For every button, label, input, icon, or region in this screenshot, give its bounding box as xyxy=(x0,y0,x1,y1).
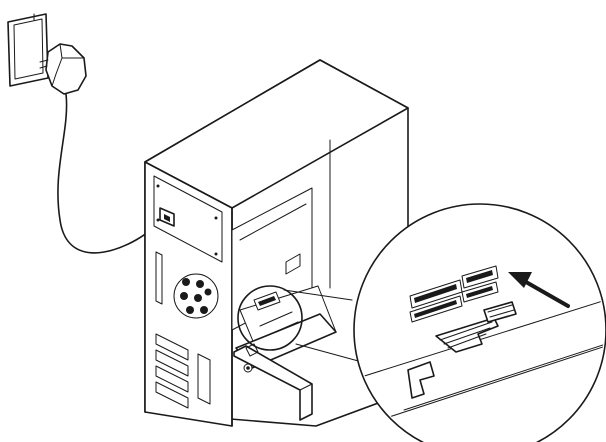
pc-case xyxy=(144,59,409,427)
fan-grille xyxy=(173,273,219,319)
power-plug xyxy=(39,43,87,95)
pcie-adapter-card xyxy=(233,285,337,421)
motherboard-pcie-slot xyxy=(409,265,499,323)
card-gold-fingers xyxy=(403,301,604,411)
power-socket xyxy=(159,207,175,227)
magnified-detail xyxy=(353,203,606,442)
insert-direction-arrow xyxy=(508,272,570,308)
wall-outlet xyxy=(7,13,49,87)
